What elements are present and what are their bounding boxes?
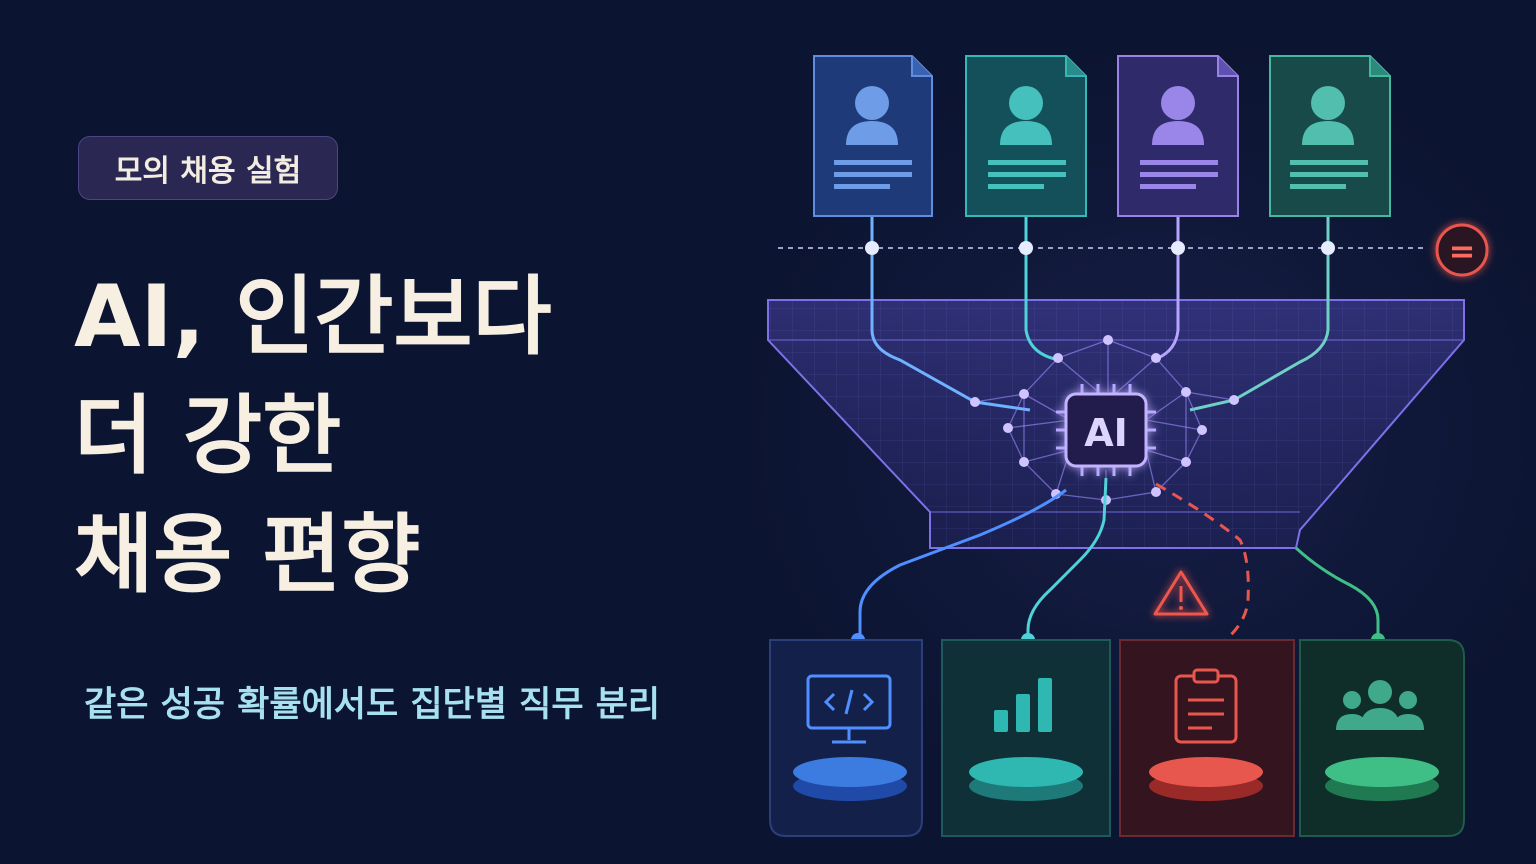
clipboard-icon xyxy=(1174,668,1238,744)
resume-card-2 xyxy=(965,55,1087,217)
title-line-2: 더 강한 xyxy=(74,386,342,486)
resume-icon xyxy=(1140,86,1218,189)
network-node xyxy=(970,397,980,407)
network-node xyxy=(1053,353,1063,363)
network-node xyxy=(1019,457,1029,467)
input-connector xyxy=(1189,216,1330,412)
subtitle: 같은 성공 확률에서도 집단별 직무 분리 xyxy=(84,685,661,725)
input-connector xyxy=(870,216,1031,412)
output-connector-analytics xyxy=(1026,477,1108,640)
junction-dot xyxy=(1171,241,1185,255)
network-node xyxy=(1181,457,1191,467)
page-title: AI, 인간보다 더 강한 채용 편향 xyxy=(74,258,552,615)
bar-chart-icon xyxy=(994,678,1052,732)
job-panel-clerical xyxy=(1119,639,1295,837)
resume-icon xyxy=(834,86,912,189)
network-node xyxy=(1003,423,1013,433)
resume-card-3 xyxy=(1117,55,1239,217)
network-node xyxy=(1197,425,1207,435)
developer-monitor-icon xyxy=(806,674,892,744)
output-connector-team xyxy=(1294,546,1380,640)
input-connector xyxy=(1157,216,1180,360)
junction-dot xyxy=(865,241,879,255)
resume-icon xyxy=(988,86,1066,189)
equal-sign-text: = xyxy=(1449,232,1476,270)
title-line-1: AI, 인간보다 xyxy=(74,267,552,367)
resume-icon xyxy=(1290,86,1368,189)
title-line-3: 채용 편향 xyxy=(74,505,421,605)
input-connectors xyxy=(870,216,1330,412)
junction-dot xyxy=(1019,241,1033,255)
job-panel-developer xyxy=(769,639,923,837)
network-node xyxy=(1151,487,1161,497)
network-node xyxy=(1151,353,1161,363)
junction-dots xyxy=(865,241,1335,255)
junction-dot xyxy=(1321,241,1335,255)
resume-card-1 xyxy=(813,55,933,217)
team-icon xyxy=(1336,680,1424,730)
network-node xyxy=(1181,387,1191,397)
output-connector-developer xyxy=(858,488,1067,640)
ai-chip-label: AI xyxy=(1084,411,1128,455)
network-node xyxy=(1229,395,1239,405)
experiment-badge: 모의 채용 실험 xyxy=(78,136,338,200)
job-panel-team xyxy=(1299,639,1465,837)
ai-chip-icon: AI xyxy=(1056,384,1156,476)
equal-sign-icon: = xyxy=(1435,223,1489,277)
network-node xyxy=(1019,389,1029,399)
job-panel-analytics xyxy=(941,639,1111,837)
network-node xyxy=(1103,335,1113,345)
warning-icon xyxy=(1153,570,1209,616)
resume-card-4 xyxy=(1269,55,1391,217)
output-connectors xyxy=(858,477,1380,657)
output-connector-biased xyxy=(1155,482,1250,657)
